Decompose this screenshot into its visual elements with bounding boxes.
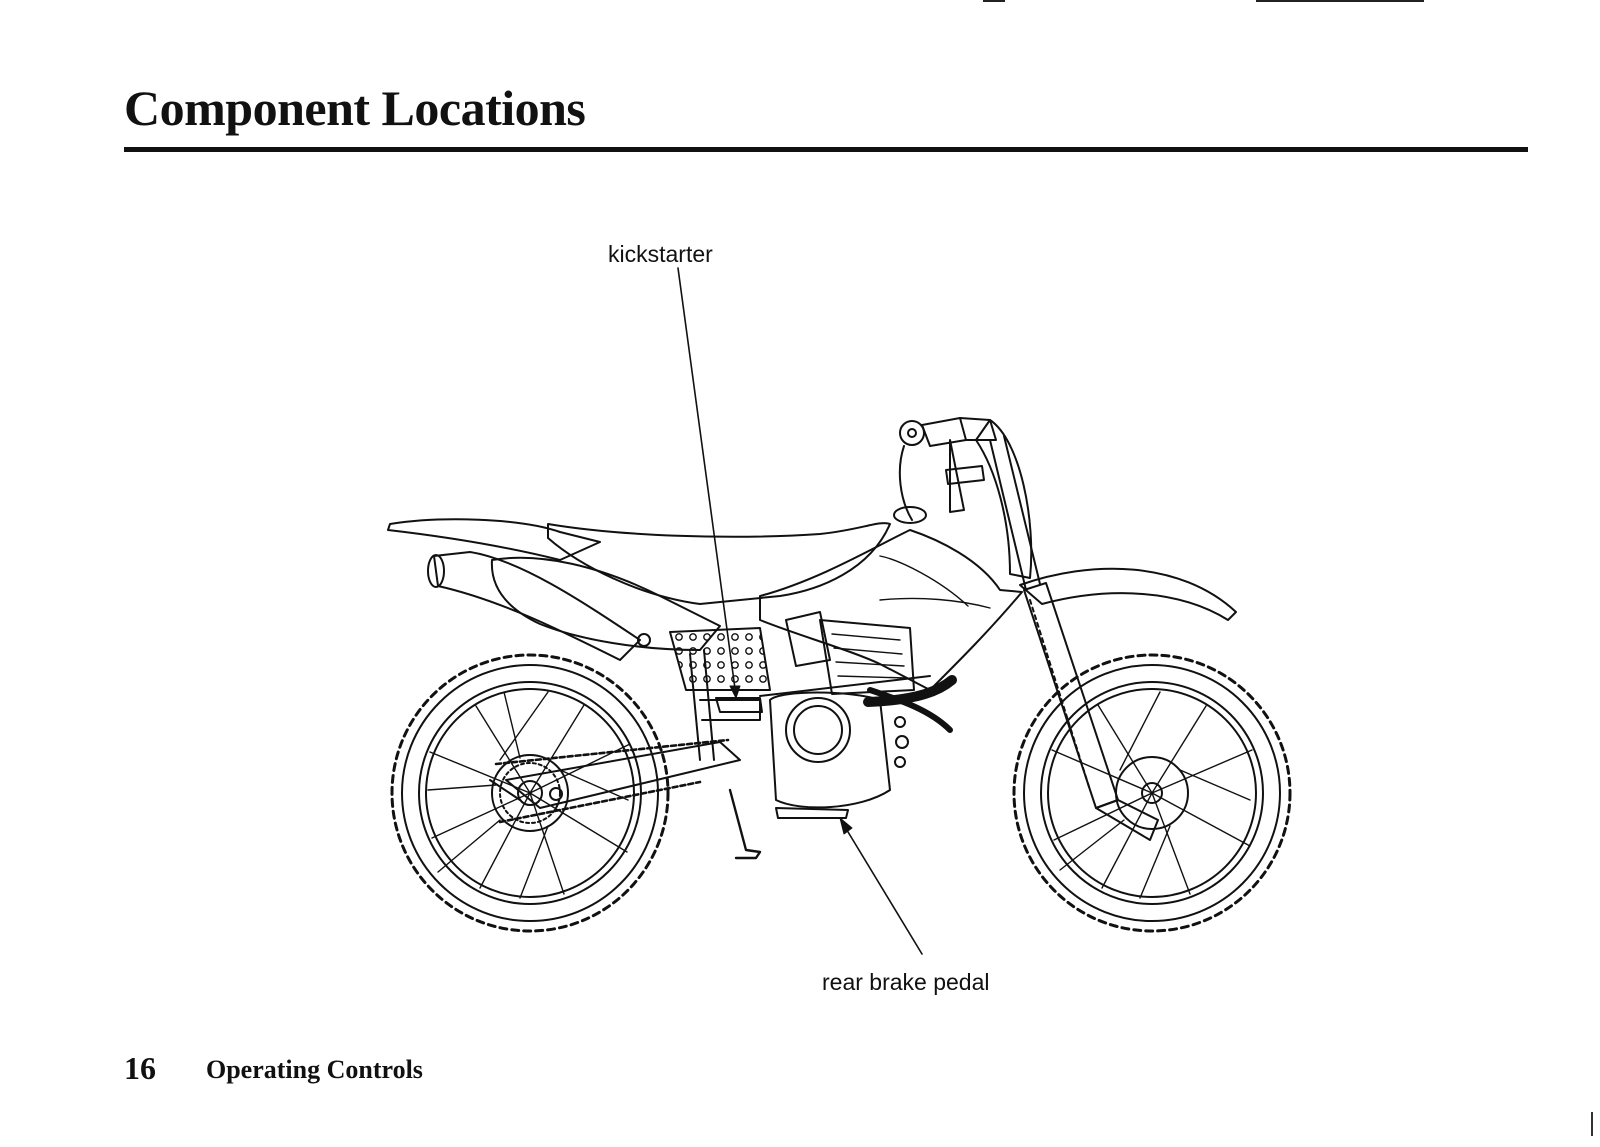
engine	[769, 611, 957, 809]
rear-brake-arrowhead	[839, 817, 853, 835]
drive-chain	[494, 738, 730, 824]
front-number-plate	[975, 419, 1033, 579]
kickstand	[728, 788, 762, 860]
front-fender	[1019, 567, 1237, 621]
callout-rear-brake-pedal: rear brake pedal	[822, 969, 990, 995]
page-edge-mark	[1591, 1112, 1593, 1136]
rear-wheel	[390, 653, 670, 933]
front-wheel	[1012, 653, 1292, 933]
seat	[547, 522, 891, 605]
fuel-cap	[893, 506, 927, 524]
callout-kickstarter: kickstarter	[608, 241, 713, 267]
heat-shield	[669, 627, 771, 691]
title-divider	[124, 147, 1528, 152]
side-cover	[490, 556, 721, 651]
front-fork	[989, 435, 1159, 841]
handlebar	[898, 417, 997, 521]
rear-brake-leader-line	[841, 821, 923, 955]
swingarm	[505, 741, 741, 809]
kickstarter-leader-line	[677, 267, 737, 697]
page-title: Component Locations	[124, 80, 586, 136]
page-number: 16	[124, 1050, 156, 1086]
rear-fender	[387, 518, 601, 561]
kickstarter	[715, 697, 763, 713]
top-crop-mark-right	[1256, 0, 1424, 2]
kickstarter-arrowhead	[729, 685, 741, 699]
top-crop-mark-left	[983, 0, 1005, 2]
muffler	[433, 551, 641, 661]
rear-brake-pedal	[775, 807, 849, 819]
section-name: Operating Controls	[206, 1055, 423, 1084]
